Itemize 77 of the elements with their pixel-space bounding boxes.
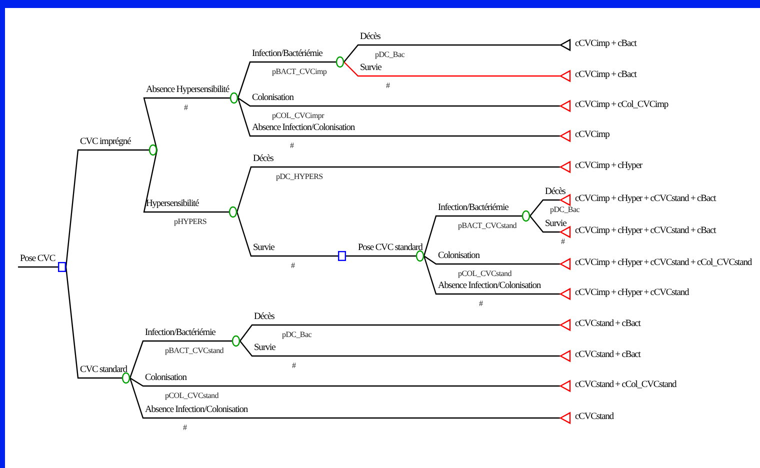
probability-label: #: [292, 361, 296, 370]
probability-label: pBACT_CVCstand: [458, 221, 516, 230]
probability-label: pDC_HYPERS: [276, 172, 323, 181]
branch-line: [423, 256, 560, 295]
branch-line: [237, 98, 560, 137]
branch-label: Absence Infection/Colonisation: [438, 281, 541, 292]
branch-label: Décès: [360, 32, 380, 43]
branch-label: Décès: [545, 187, 566, 198]
branch-line: [236, 212, 338, 257]
branch-label: Survie: [254, 343, 276, 354]
branch-line: [530, 199, 560, 216]
branch-line: [344, 62, 560, 77]
probability-label: pDC_Bac: [550, 205, 580, 214]
branch-label: Absence Infection/Colonisation: [145, 405, 248, 416]
payoff-label: cCVCstand + cBact: [575, 319, 640, 330]
probability-label: #: [290, 141, 294, 150]
branch-line: [129, 378, 560, 419]
probability-label: #: [561, 237, 565, 246]
branch-line: [346, 255, 416, 257]
probability-label: pCOL_CVCstand: [165, 391, 218, 400]
probability-label: pCOL_CVCstand: [458, 269, 512, 278]
branch-line: [237, 61, 336, 98]
branch-label: CVC standard: [80, 365, 127, 376]
payoff-label: cCVCimp: [575, 130, 610, 141]
branch-line: [530, 216, 560, 233]
branch-label: Absence Infection/Colonisation: [252, 123, 355, 134]
probability-label: #: [184, 103, 188, 112]
node-label: Pose CVC: [20, 254, 56, 265]
payoff-label: cCVCimp + cHyper + cCVCstand: [575, 288, 689, 299]
branch-line: [65, 149, 149, 268]
branch-label: Survie: [253, 243, 274, 254]
branch-label: Absence Hypersensibilité: [146, 85, 229, 96]
branch-line: [129, 340, 232, 378]
probability-label: pBACT_CVCimp: [272, 67, 327, 76]
branch-label: CVC imprégné: [80, 137, 131, 148]
branch-line: [65, 266, 122, 379]
probability-label: #: [291, 261, 295, 270]
branch-line: [236, 166, 560, 212]
payoff-label: cCVCimp + cCol_CVCimp: [575, 100, 668, 111]
probability-label: #: [479, 299, 483, 308]
payoff-label: cCVCstand: [575, 412, 614, 423]
payoff-label: cCVCimp + cHyper + cCVCstand + cBact: [575, 194, 716, 205]
probability-label: #: [386, 81, 390, 90]
payoff-label: cCVCimp + cHyper: [575, 161, 642, 172]
branch-label: Décès: [253, 154, 274, 165]
branch-label: Hypersensibilité: [146, 199, 199, 210]
branch-line: [240, 340, 560, 357]
payoff-label: cCVCstand + cBact: [575, 350, 640, 361]
branch-line: [240, 324, 560, 342]
branch-label: Colonisation: [252, 93, 294, 104]
payoff-label: cCVCimp + cHyper + cCVCstand + cCol_CVCstand: [575, 258, 752, 269]
branch-line: [130, 377, 560, 387]
branch-label: Décès: [254, 312, 274, 323]
branch-label: Survie: [360, 63, 382, 74]
branch-label: Infection/Bactériémie: [438, 203, 508, 214]
probability-label: pBACT_CVCstand: [165, 346, 224, 355]
branch-line: [238, 98, 560, 107]
branch-line: [424, 256, 560, 265]
branch-line: [344, 44, 560, 62]
branch-label: Survie: [545, 219, 566, 230]
payoff-label: cCVCimp + cHyper + cCVCstand + cBact: [575, 226, 716, 237]
branch-label: Pose CVC standard: [358, 243, 422, 254]
branch-label: Infection/Bactériémie: [252, 49, 322, 60]
branch-label: Infection/Bactériémie: [145, 328, 216, 339]
branch-label: Colonisation: [438, 251, 480, 262]
branch-line: [143, 97, 230, 150]
payoff-label: cCVCstand + cCol_CVCstand: [575, 380, 676, 391]
branch-label: Colonisation: [145, 373, 186, 384]
probability-label: pDC_Bac: [282, 330, 312, 339]
payoff-label: cCVCimp + cBact: [575, 70, 636, 81]
branch-line: [143, 150, 229, 213]
probability-label: pHYPERS: [174, 217, 207, 226]
probability-label: pCOL_CVCimpr: [272, 111, 324, 120]
probability-label: #: [183, 423, 187, 432]
payoff-label: cCVCimp + cBact: [575, 39, 636, 50]
probability-label: pDC_Bac: [375, 50, 404, 59]
branch-line: [423, 215, 522, 256]
